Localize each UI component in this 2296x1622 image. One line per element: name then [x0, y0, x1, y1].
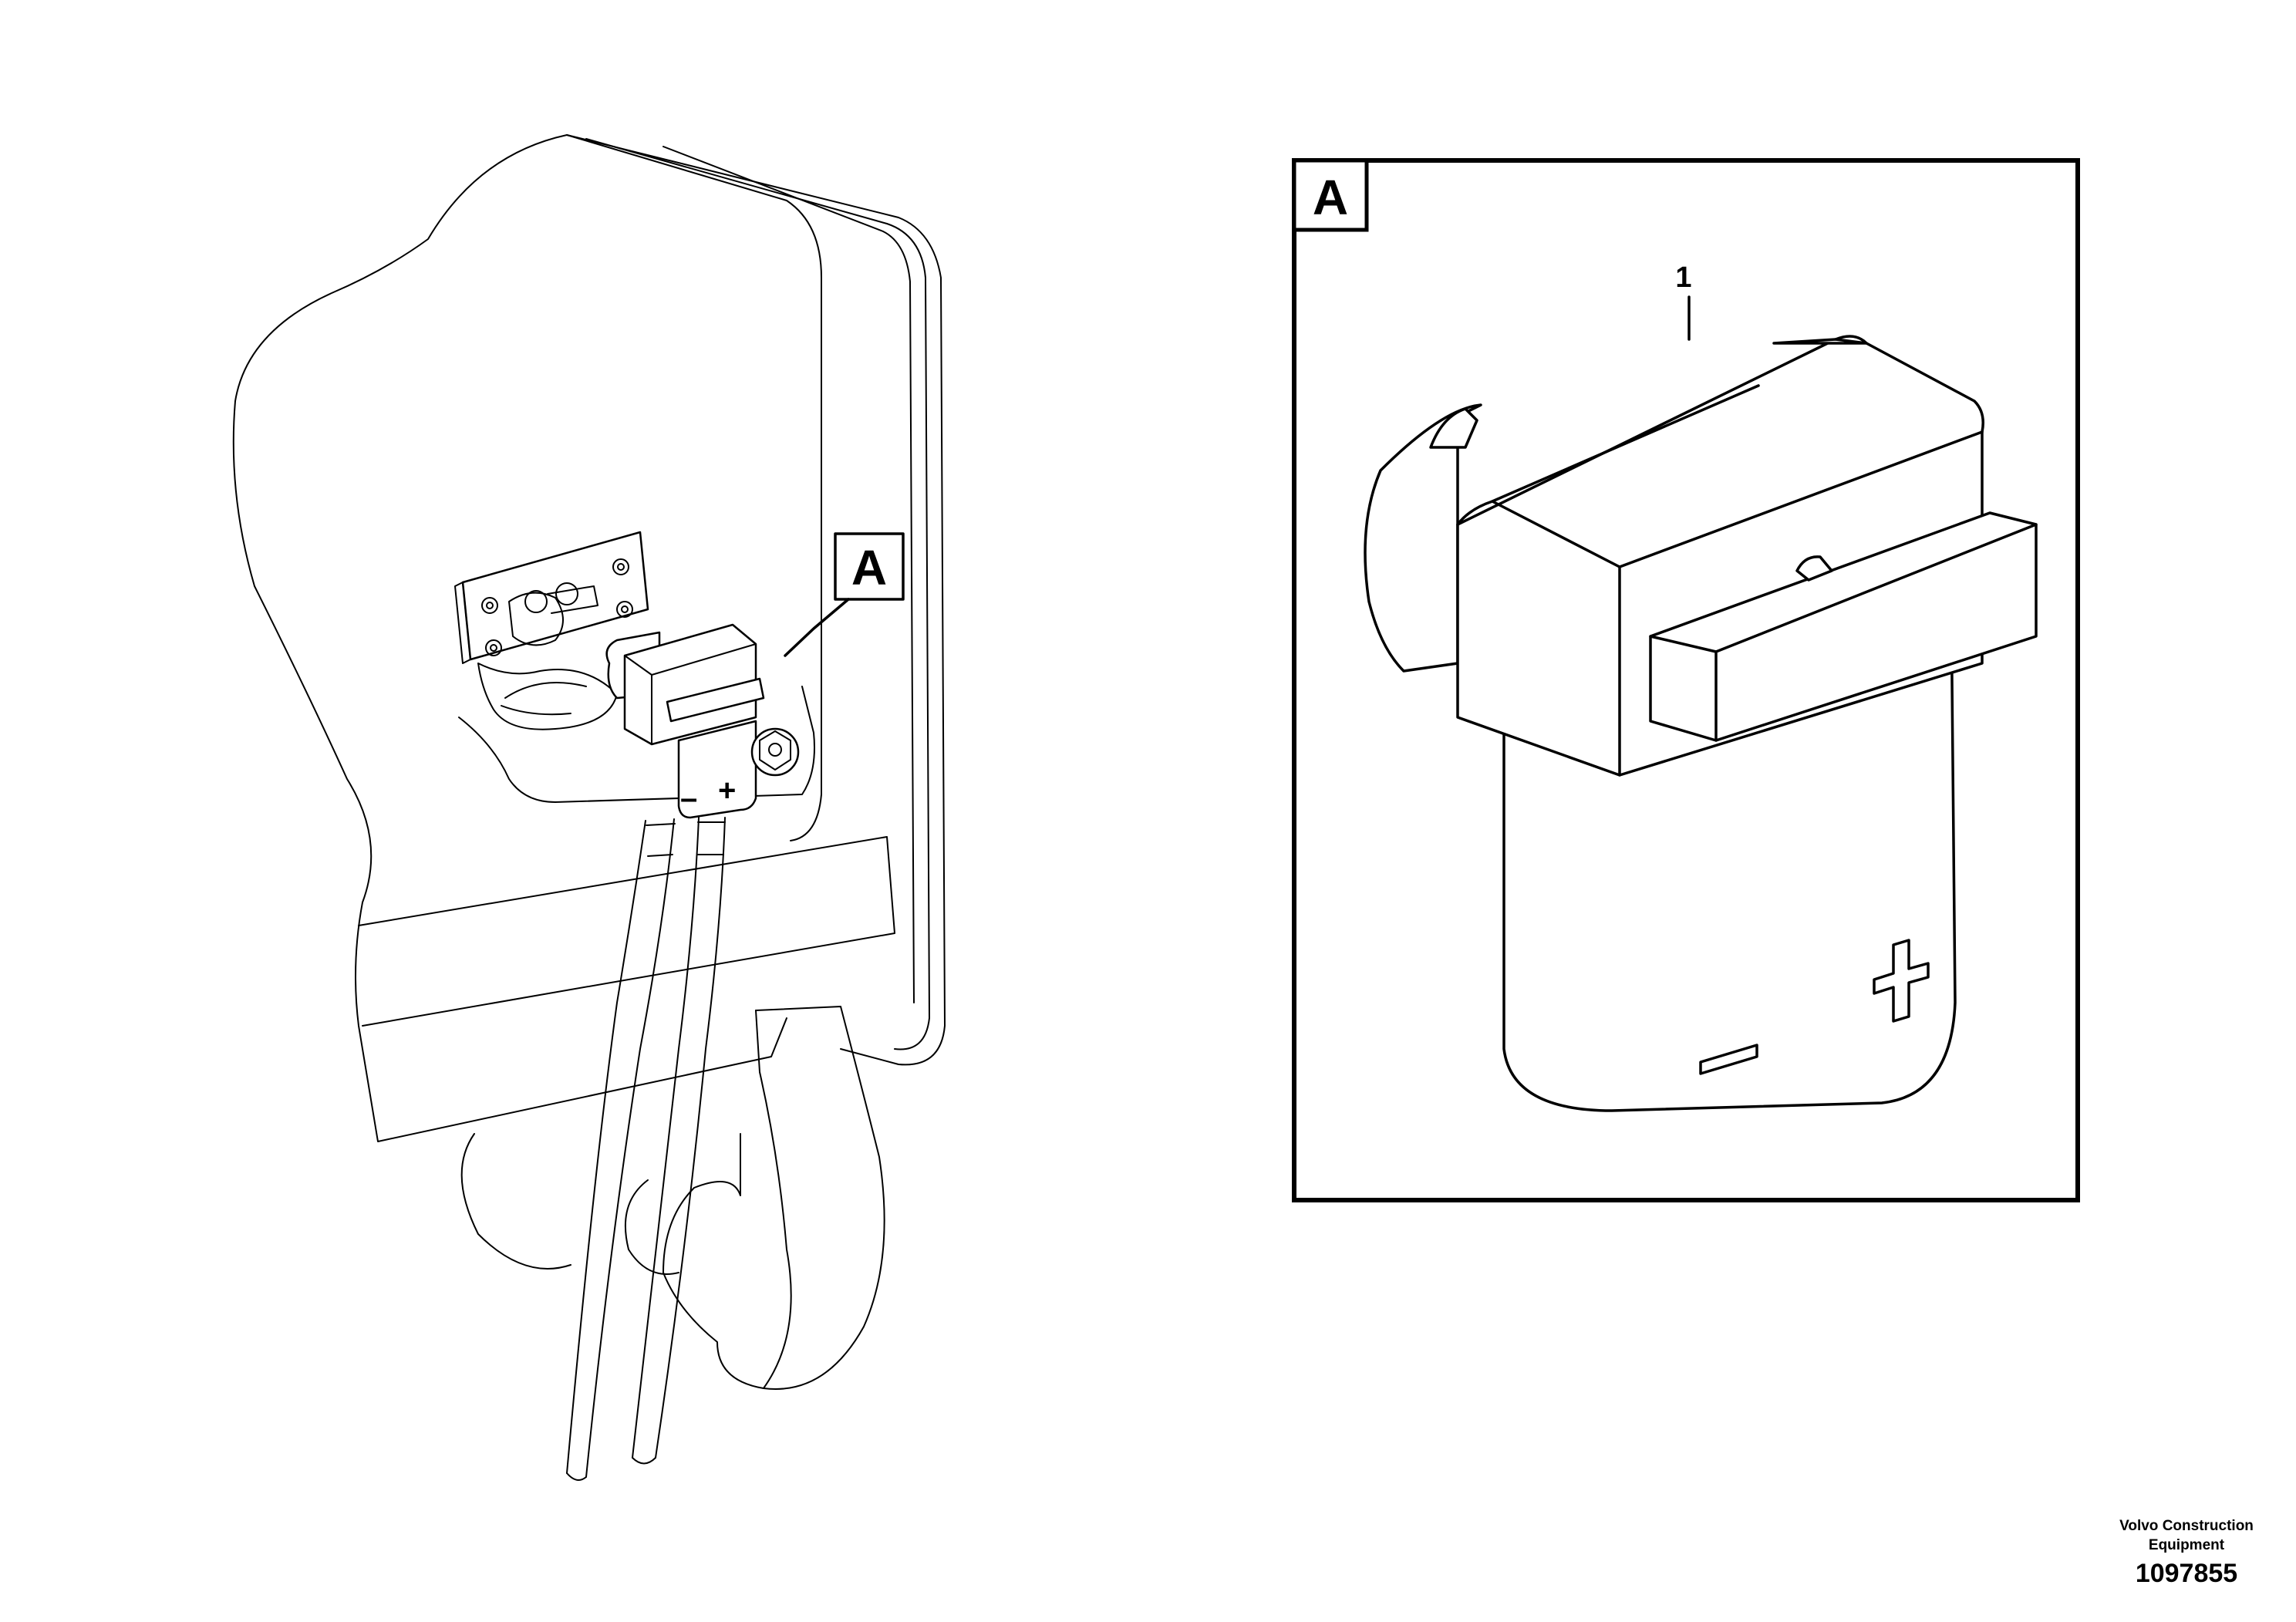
overview-callout-label: A	[851, 540, 887, 595]
maker-line-1: Volvo Construction	[2119, 1518, 2254, 1534]
detail-view: A 1	[1292, 158, 2080, 1202]
mounting-pad	[458, 686, 815, 803]
maker-line-2: Equipment	[2148, 1537, 2225, 1553]
overview-drawing: – + A	[232, 134, 946, 1481]
frame-outline-inner	[585, 138, 930, 1050]
detail-plug	[1364, 335, 2038, 1112]
detail-part-number: 1	[1675, 261, 1691, 294]
plug-connector: – +	[605, 623, 765, 819]
overview-callout: A	[784, 532, 905, 657]
housing-body	[232, 134, 787, 1142]
housing-lower-band	[358, 836, 895, 1027]
detail-frame	[1292, 158, 2080, 1202]
hook-left-curve	[460, 1133, 679, 1275]
hook-bracket	[663, 1006, 885, 1390]
drawing-number: 1097855	[2135, 1559, 2238, 1588]
frame-outline	[566, 134, 946, 1066]
footer-credit: Volvo Construction Equipment 1097855	[2082, 1516, 2291, 1590]
hook-inner	[755, 1010, 792, 1389]
detail-callout-box	[1292, 158, 1369, 232]
bolt	[750, 727, 800, 777]
housing-edge	[566, 134, 822, 841]
overview-minus-sign: –	[680, 781, 697, 815]
overview-plus-sign: +	[718, 774, 736, 808]
cables	[566, 817, 726, 1481]
detail-callout-label: A	[1313, 170, 1348, 225]
socket-plate	[454, 531, 649, 730]
frame-outline-mid	[663, 146, 915, 1003]
